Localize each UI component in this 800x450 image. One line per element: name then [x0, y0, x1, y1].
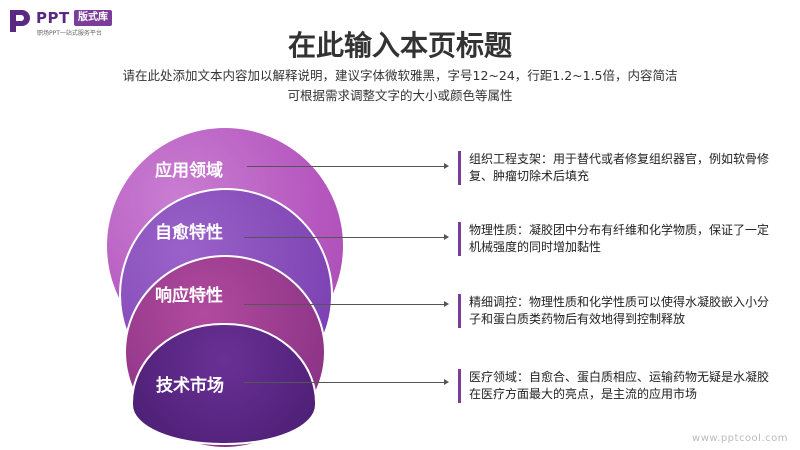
description-application: 组织工程支架：用于替代或者修复组织器官，例如软骨修复、肿瘤切除术后填充 — [458, 151, 774, 185]
logo-tagline: 职场PPT一站式服务平台 — [37, 30, 102, 37]
logo-brand-text: PPT — [36, 9, 70, 27]
watermark: www.pptcool.com — [692, 433, 788, 444]
page-subtitle: 请在此处添加文本内容加以解释说明，建议字体微软雅黑，字号12~24，行距1.2~… — [0, 66, 800, 106]
page-title: 在此输入本页标题 — [287, 29, 512, 62]
connector-line — [244, 304, 447, 305]
arrow-head-icon — [444, 379, 449, 385]
ring-label-market: 技术市场 — [156, 376, 224, 396]
description-response: 精细调控：物理性质和化学性质可以使得水凝胶嵌入小分子和蛋白质类药物后有效地得到控… — [458, 294, 774, 328]
arrow-head-icon — [444, 163, 449, 169]
subtitle-line-1: 请在此处添加文本内容加以解释说明，建议字体微软雅黑，字号12~24，行距1.2~… — [122, 68, 678, 83]
description-self-healing: 物理性质：凝胶团中分布有纤维和化学物质，保证了一定机械强度的同时增加黏性 — [458, 222, 774, 256]
ring-label-response: 响应特性 — [155, 286, 223, 306]
connector-line — [244, 237, 447, 238]
arrow-head-icon — [444, 301, 449, 307]
ring-label-self-healing: 自愈特性 — [155, 223, 223, 243]
arrow-head-icon — [444, 234, 449, 240]
subtitle-line-2: 可根据需求调整文字的大小或颜色等属性 — [287, 88, 513, 103]
description-market: 医疗领域：自愈合、蛋白质相应、运输药物无疑是水凝胶在医疗方面最大的亮点，是主流的… — [458, 369, 774, 403]
connector-line — [247, 166, 447, 167]
connector-line — [244, 382, 447, 383]
logo-badge: 版式库 — [74, 10, 112, 26]
brand-logo: PPT 版式库 职场PPT一站式服务平台 — [8, 6, 148, 37]
ring-label-application: 应用领域 — [155, 161, 223, 181]
logo-p-icon — [10, 10, 30, 32]
ring-market — [131, 323, 317, 445]
